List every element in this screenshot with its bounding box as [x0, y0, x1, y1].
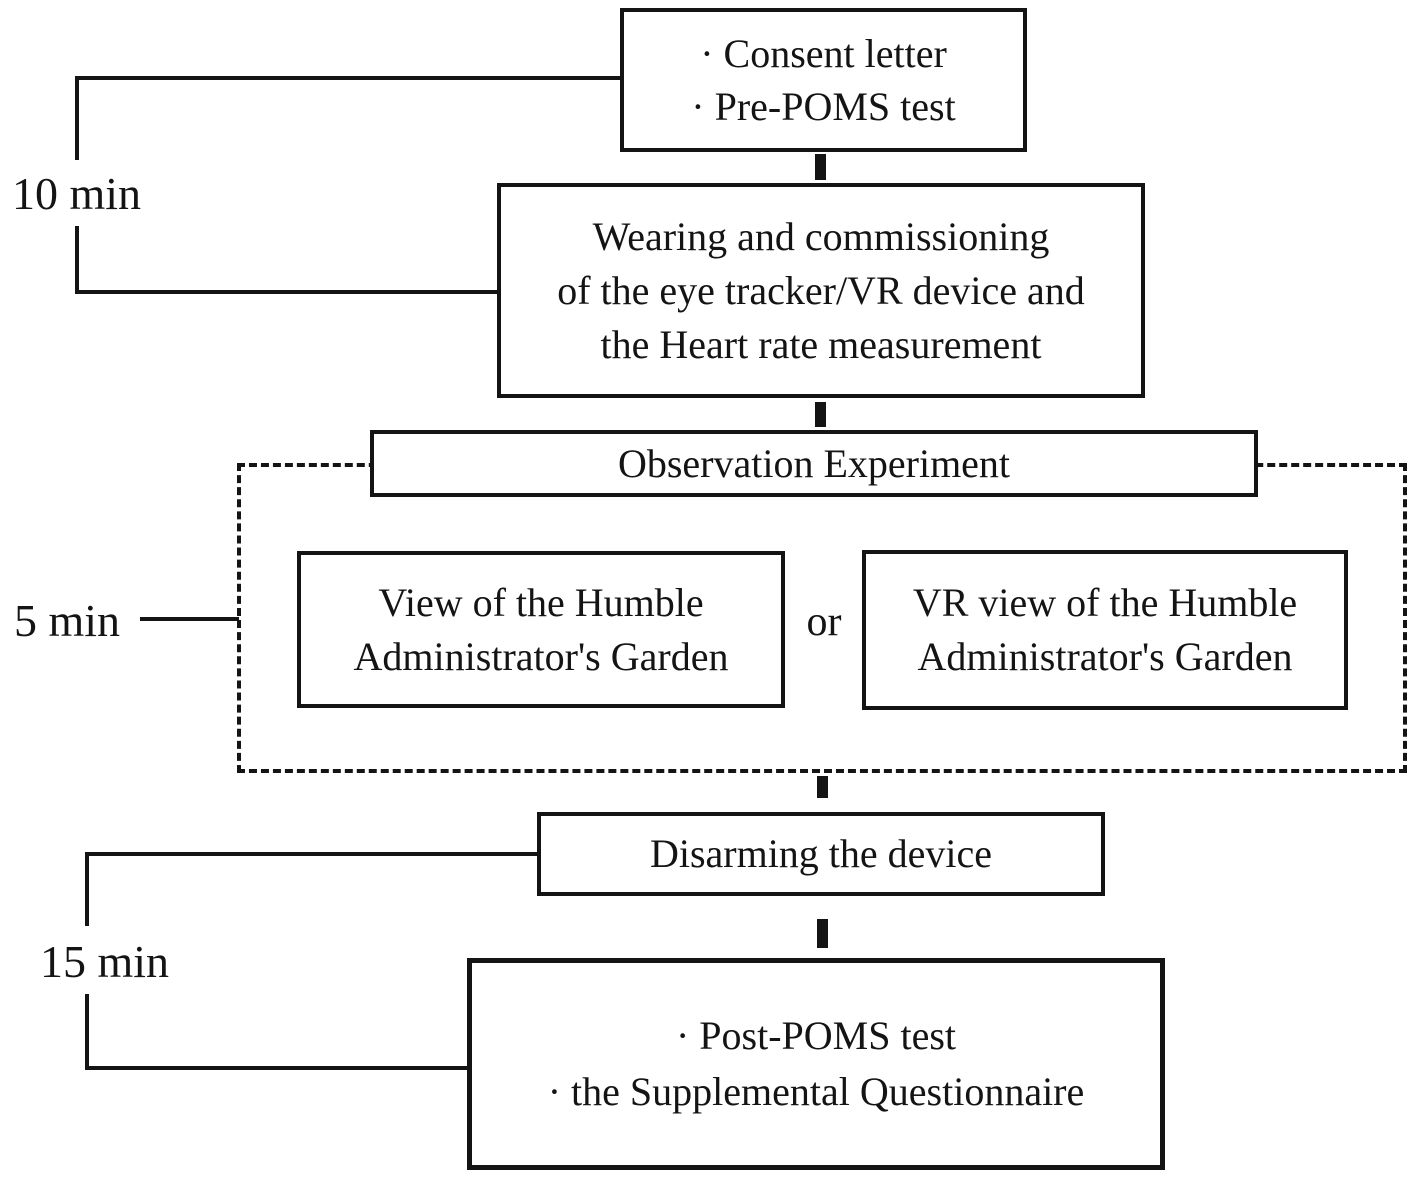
vr-view-garden-box: VR view of the Humble Administrator's Ga… — [862, 550, 1348, 710]
bracket-10min-bottom-line — [75, 290, 499, 294]
post-test-box: · Post-POMS test · the Supplemental Ques… — [467, 958, 1165, 1170]
flow-connector-2 — [815, 402, 826, 427]
observation-experiment-label: Observation Experiment — [617, 440, 1011, 486]
vr-view-garden-line-2: Administrator's Garden — [917, 634, 1293, 679]
post-poms-line: · Post-POMS test — [675, 1013, 957, 1058]
supplemental-questionnaire-line: · the Supplemental Questionnaire — [547, 1069, 1085, 1114]
bracket-15min-bottom-line — [85, 1066, 469, 1070]
flow-connector-1 — [815, 154, 826, 180]
bracket-10min-top-line — [75, 76, 620, 80]
vr-view-garden-line-1: VR view of the Humble — [912, 580, 1298, 625]
duration-label-15min: 15 min — [36, 938, 174, 986]
bracket-15min-upper-stem — [85, 852, 89, 926]
bracket-10min-lower-stem — [75, 226, 79, 294]
or-label: or — [806, 599, 842, 645]
wearing-line-2: of the eye tracker/VR device and — [557, 267, 1085, 313]
bracket-15min-lower-stem — [85, 994, 89, 1070]
wearing-line-3: the Heart rate measurement — [600, 321, 1042, 367]
disarming-device-label: Disarming the device — [649, 831, 993, 876]
wearing-line-1: Wearing and commissioning — [592, 213, 1050, 259]
view-garden-line-1: View of the Humble — [378, 579, 704, 625]
wearing-commissioning-box: Wearing and commissioning of the eye tra… — [497, 183, 1145, 398]
observation-experiment-box: Observation Experiment — [370, 430, 1258, 497]
disarming-device-box: Disarming the device — [537, 812, 1105, 896]
flow-connector-4 — [817, 919, 828, 948]
consent-line: · Consent letter — [700, 31, 947, 76]
consent-pretest-box: · Consent letter · Pre-POMS test — [620, 8, 1027, 152]
view-garden-box: View of the Humble Administrator's Garde… — [297, 551, 785, 708]
view-garden-line-2: Administrator's Garden — [353, 633, 729, 679]
duration-label-10min: 10 min — [8, 170, 146, 218]
bracket-15min-top-line — [85, 852, 539, 856]
flow-connector-3 — [817, 776, 828, 798]
pre-poms-line: · Pre-POMS test — [691, 84, 956, 129]
duration-label-5min: 5 min — [10, 597, 125, 645]
bracket-10min-upper-stem — [75, 76, 79, 160]
pointer-5min-line — [140, 617, 239, 621]
